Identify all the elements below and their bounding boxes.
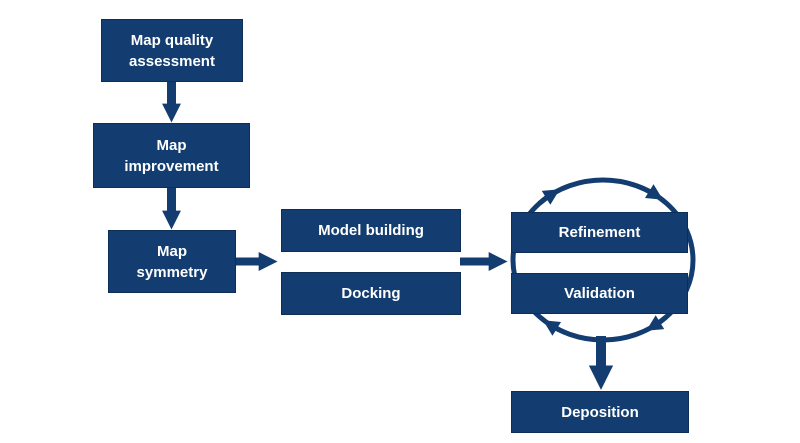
node-map-quality-assessment: Map quality assessment <box>101 19 243 82</box>
node-validation: Validation <box>511 273 688 314</box>
node-map-improvement: Map improvement <box>93 123 250 188</box>
node-label: Model building <box>318 222 424 239</box>
node-label: Map symmetry <box>136 242 208 281</box>
node-docking: Docking <box>281 272 461 315</box>
node-label: Validation <box>564 285 635 302</box>
node-label: Map improvement <box>124 136 219 175</box>
cycle-arrowhead-bottom-left <box>543 320 566 336</box>
node-refinement: Refinement <box>511 212 688 253</box>
node-label: Map quality assessment <box>129 31 215 70</box>
cycle-arrowhead-top-right <box>640 184 663 200</box>
node-deposition: Deposition <box>511 391 689 433</box>
refinement-validation-cycle-arrows <box>510 177 696 343</box>
node-label: Docking <box>341 285 401 302</box>
node-map-symmetry: Map symmetry <box>108 230 236 293</box>
cycle-arrowhead-top-left <box>537 189 560 206</box>
node-model-building: Model building <box>281 209 461 252</box>
node-label: Refinement <box>558 224 641 241</box>
node-label: Deposition <box>561 403 639 421</box>
cycle-arrowhead-bottom-right <box>646 314 669 331</box>
